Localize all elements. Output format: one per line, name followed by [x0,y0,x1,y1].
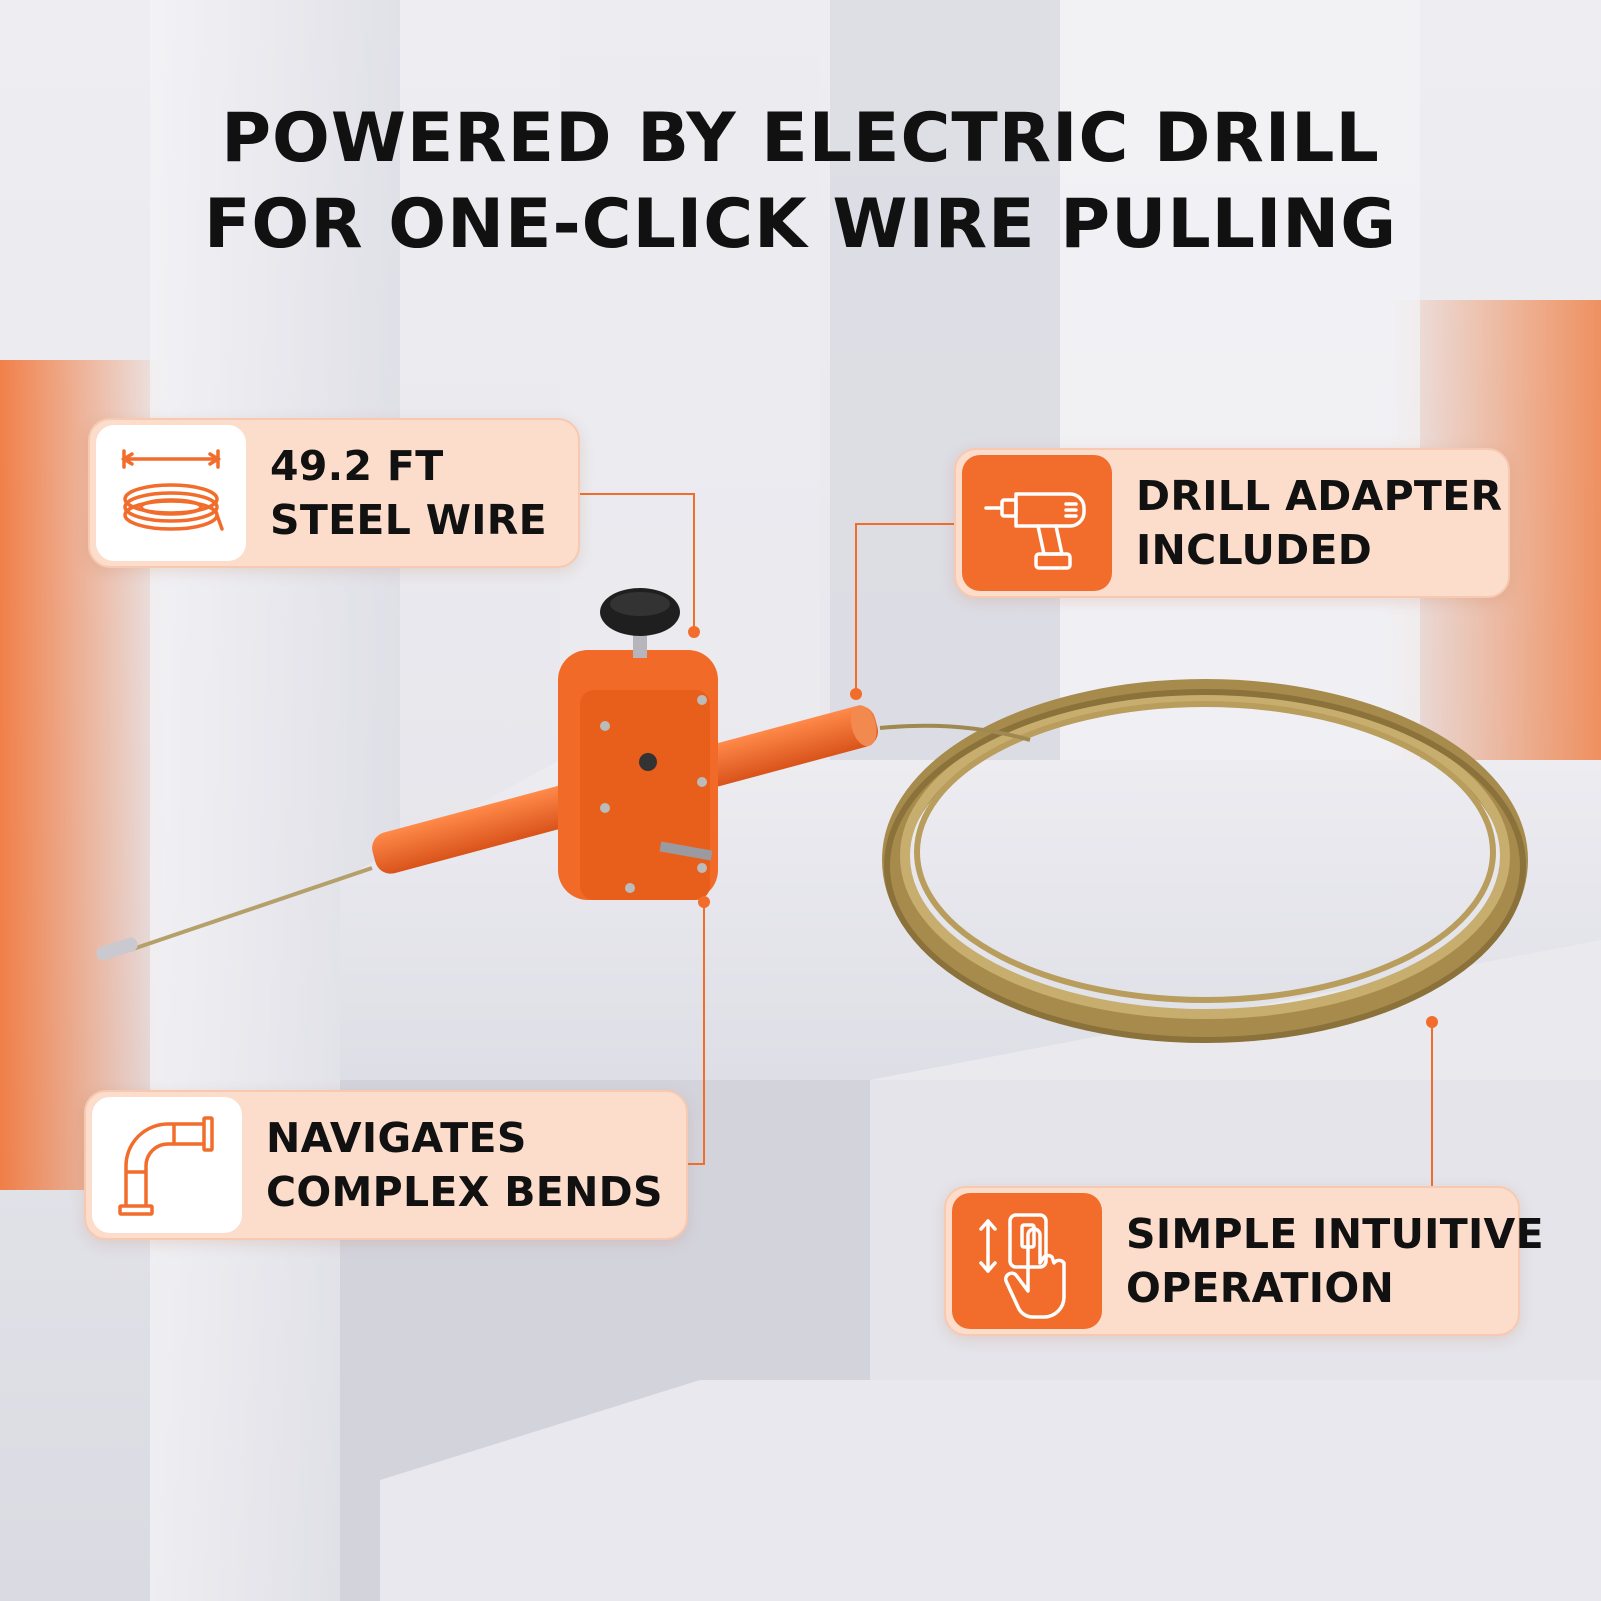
callout-drill-adapter: DRILL ADAPTER INCLUDED [954,448,1510,598]
pipe-elbow-icon-box [92,1097,242,1233]
callout-steel-wire-text: 49.2 FT STEEL WIRE [270,439,547,547]
callout-steel-wire: 49.2 FT STEEL WIRE [88,418,580,568]
wire-coil-icon [120,449,224,531]
touch-press-icon-box [952,1193,1102,1329]
callout-complex-bends-line-2: COMPLEX BENDS [266,1168,663,1216]
callout-simple-operation-text: SIMPLE INTUITIVE OPERATION [1126,1207,1544,1315]
callout-drill-adapter-text: DRILL ADAPTER INCLUDED [1136,469,1502,577]
callout-simple-operation: SIMPLE INTUITIVE OPERATION [944,1186,1544,1336]
callout-simple-operation-line-1: SIMPLE INTUITIVE [1126,1210,1544,1258]
callout-drill-adapter-line-2: INCLUDED [1136,526,1373,574]
headline-line-1: POWERED BY ELECTRIC DRILL [221,99,1380,178]
callout-drill-adapter-line-1: DRILL ADAPTER [1136,472,1503,520]
callout-simple-operation-line-2: OPERATION [1126,1264,1395,1312]
callout-steel-wire-line-1: 49.2 FT [270,442,444,490]
headline: POWERED BY ELECTRIC DRILL FOR ONE-CLICK … [0,96,1601,268]
callout-complex-bends: NAVIGATES COMPLEX BENDS [84,1090,688,1240]
callout-complex-bends-text: NAVIGATES COMPLEX BENDS [266,1111,663,1219]
drill-icon [984,492,1086,570]
drill-icon-box [962,455,1112,591]
callout-steel-wire-line-2: STEEL WIRE [270,496,547,544]
callout-complex-bends-line-1: NAVIGATES [266,1114,527,1162]
wire-coil-icon-box [96,425,246,561]
headline-line-2: FOR ONE-CLICK WIRE PULLING [203,185,1398,264]
pipe-elbow-icon [118,1116,214,1216]
touch-press-icon [979,1213,1066,1319]
